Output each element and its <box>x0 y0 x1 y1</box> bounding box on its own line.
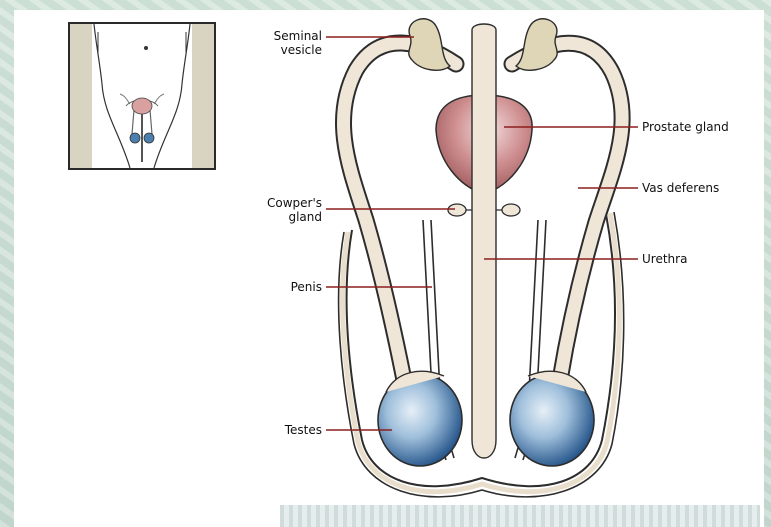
label-seminal-vesicle: Seminal vesicle <box>256 29 322 57</box>
label-testes: Testes <box>262 423 322 437</box>
label-prostate-gland: Prostate gland <box>642 120 729 134</box>
urethra <box>472 24 496 458</box>
label-cowpers-gland: Cowper's gland <box>246 196 322 224</box>
footer-texture-strip <box>280 505 760 527</box>
label-urethra: Urethra <box>642 252 687 266</box>
label-vas-deferens: Vas deferens <box>642 181 719 195</box>
label-penis: Penis <box>272 280 322 294</box>
